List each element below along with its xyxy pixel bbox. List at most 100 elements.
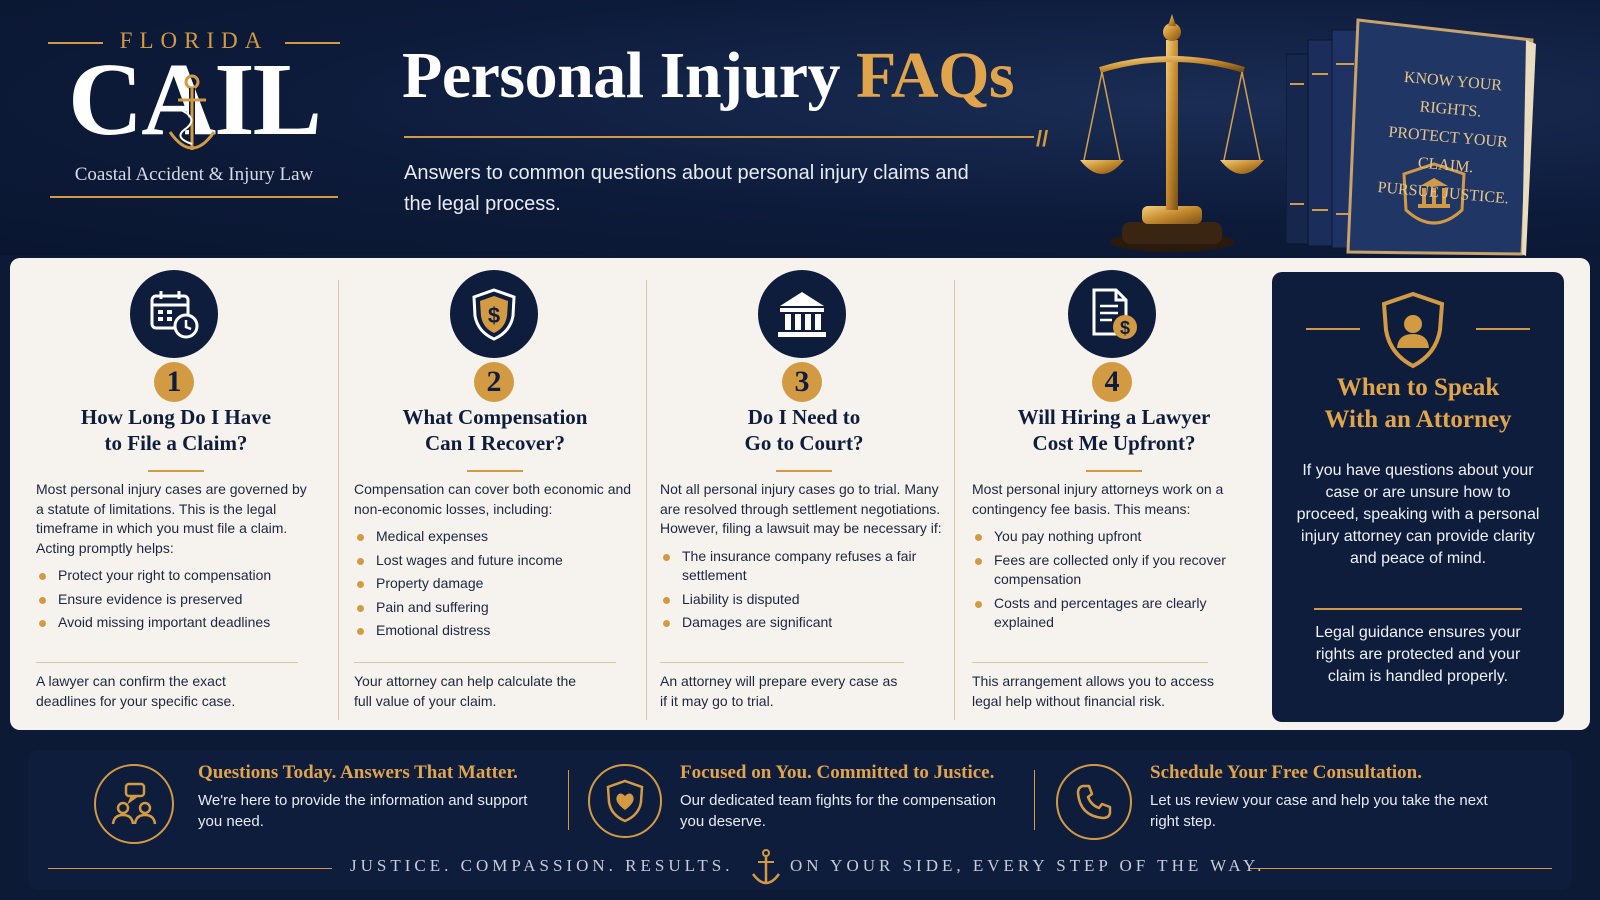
- logo-line-left: [48, 42, 103, 44]
- list-item: Medical expenses: [354, 527, 636, 547]
- faq-card-1: 1 How Long Do I Have to File a Claim? Mo…: [30, 258, 322, 730]
- scales-of-justice-icon: [1080, 14, 1264, 252]
- faq-card-4: $ 4 Will Hiring a Lawyer Cost Me Upfront…: [966, 258, 1262, 730]
- page-title-main: Personal Injury: [402, 39, 856, 112]
- faq-title-4: Will Hiring a Lawyer Cost Me Upfront?: [966, 404, 1262, 456]
- list-item: Damages are significant: [660, 613, 946, 633]
- anchor-icon: [168, 74, 216, 150]
- list-item: Pain and suffering: [354, 598, 636, 618]
- band-item-consultation[interactable]: Schedule Your Free Consultation. Let us …: [1056, 760, 1536, 848]
- faq-title-2: What Compensation Can I Recover?: [350, 404, 640, 456]
- svg-text:$: $: [1120, 318, 1130, 338]
- list-item: Emotional distress: [354, 621, 636, 641]
- document-dollar-icon: $: [1068, 270, 1156, 358]
- faq-foot-rule-3: [660, 662, 904, 663]
- faq-list-4: You pay nothing upfront Fees are collect…: [972, 527, 1244, 633]
- faq-title-rule-2: [467, 470, 523, 472]
- faq-list-2: Medical expenses Lost wages and future i…: [354, 527, 636, 641]
- list-item: Liability is disputed: [660, 590, 946, 610]
- list-item: Costs and percentages are clearly explai…: [972, 594, 1244, 633]
- cta-title: When to Speak With an Attorney: [1282, 372, 1554, 436]
- cta-line-right: [1476, 328, 1530, 330]
- page-title: Personal Injury FAQs: [402, 38, 1015, 114]
- people-chat-icon: [94, 764, 174, 844]
- faq-number-3: 3: [782, 362, 822, 402]
- faq-card-3: 3 Do I Need to Go to Court? Not all pers…: [658, 258, 950, 730]
- logo-underline: [50, 196, 338, 198]
- footer-band: Questions Today. Answers That Matter. We…: [28, 750, 1572, 890]
- shield-heart-icon: [588, 764, 662, 838]
- faq-list-1: Protect your right to compensation Ensur…: [36, 566, 318, 633]
- list-item: Fees are collected only if you recover c…: [972, 551, 1244, 590]
- motto-left: JUSTICE. COMPASSION. RESULTS.: [350, 856, 734, 875]
- cta-text: If you have questions about your case or…: [1296, 462, 1540, 567]
- faq-title-2-line2: Can I Recover?: [425, 431, 565, 455]
- faq-title-1-line2: to File a Claim?: [104, 431, 248, 455]
- motto-right: ON YOUR SIDE, EVERY STEP OF THE WAY.: [790, 856, 1266, 875]
- band-title-3[interactable]: Schedule Your Free Consultation.: [1150, 762, 1423, 783]
- logo-region: FLORIDA: [119, 28, 269, 53]
- band-divider: [1034, 770, 1035, 830]
- faq-title-rule-1: [148, 470, 204, 472]
- faq-foot-rule-4: [972, 662, 1208, 663]
- header: FLORIDA CAIL Coastal Accident & Injury L…: [0, 0, 1600, 256]
- faq-footer-3: An attorney will prepare every case as i…: [660, 673, 898, 709]
- faq-panel: 1 How Long Do I Have to File a Claim? Mo…: [10, 258, 1590, 730]
- list-item: Property damage: [354, 574, 636, 594]
- faq-intro-1: Most personal injury cases are governed …: [36, 481, 307, 556]
- faq-footer-4: This arrangement allows you to access le…: [972, 673, 1214, 709]
- faq-intro-2: Compensation can cover both economic and…: [354, 481, 632, 517]
- faq-title-1: How Long Do I Have to File a Claim?: [30, 404, 322, 456]
- svg-text:$: $: [488, 303, 500, 328]
- faq-number-1: 1: [154, 362, 194, 402]
- column-divider: [646, 280, 647, 720]
- logo[interactable]: FLORIDA CAIL Coastal Accident & Injury L…: [44, 24, 344, 204]
- faq-title-2-line1: What Compensation: [402, 405, 588, 429]
- faq-title-rule-3: [776, 470, 832, 472]
- cta-title-line1: When to Speak: [1336, 374, 1500, 401]
- faq-body-1: Most personal injury cases are governed …: [36, 480, 318, 637]
- courthouse-icon: [758, 270, 846, 358]
- faq-title-3-line2: Go to Court?: [744, 431, 864, 455]
- page-subtitle: Answers to common questions about person…: [404, 162, 969, 215]
- faq-footer-2: Your attorney can help calculate the ful…: [354, 673, 577, 709]
- faq-body-2: Compensation can cover both economic and…: [354, 480, 636, 645]
- book-spines-icon: [1285, 18, 1536, 256]
- faq-foot-rule-1: [36, 662, 298, 663]
- band-item-focused: Focused on You. Committed to Justice. Ou…: [588, 760, 1048, 848]
- faq-title-3-line1: Do I Need to: [747, 405, 861, 429]
- motto-line-right: [1250, 868, 1552, 869]
- faq-card-2: $ 2 What Compensation Can I Recover? Com…: [350, 258, 640, 730]
- calendar-clock-icon: [130, 270, 218, 358]
- phone-icon[interactable]: [1056, 764, 1132, 840]
- faq-foot-rule-2: [354, 662, 616, 663]
- band-text-3: Let us review your case and help you tak…: [1150, 792, 1488, 830]
- faq-title-rule-4: [1086, 470, 1142, 472]
- cta-text-secondary: Legal guidance ensures your rights are p…: [1315, 624, 1521, 685]
- logo-tagline: Coastal Accident & Injury Law: [74, 164, 314, 185]
- motto-line-left: [48, 868, 332, 869]
- list-item: Avoid missing important deadlines: [36, 613, 318, 633]
- list-item: You pay nothing upfront: [972, 527, 1244, 547]
- speak-with-attorney-card: When to Speak With an Attorney If you ha…: [1272, 272, 1564, 722]
- band-item-questions: Questions Today. Answers That Matter. We…: [94, 760, 554, 848]
- list-item: Protect your right to compensation: [36, 566, 318, 586]
- faq-title-1-line1: How Long Do I Have: [80, 405, 272, 429]
- band-text-2: Our dedicated team fights for the compen…: [680, 792, 997, 830]
- list-item: Ensure evidence is preserved: [36, 590, 318, 610]
- cta-title-line2: With an Attorney: [1324, 406, 1512, 433]
- faq-intro-4: Most personal injury attorneys work on a…: [972, 481, 1224, 517]
- shield-dollar-icon: $: [450, 270, 538, 358]
- faq-title-4-line1: Will Hiring a Lawyer: [1017, 405, 1211, 429]
- page-title-accent: FAQs: [856, 39, 1015, 112]
- logo-line-right: [285, 42, 340, 44]
- faq-number-4: 4: [1092, 362, 1132, 402]
- faq-body-4: Most personal injury attorneys work on a…: [972, 480, 1244, 637]
- title-rule: [404, 136, 1034, 138]
- list-item: The insurance company refuses a fair set…: [660, 547, 946, 586]
- book-cover-text: KNOW YOUR RIGHTS. PROTECT YOUR CLAIM. PU…: [1362, 61, 1534, 214]
- faq-list-3: The insurance company refuses a fair set…: [660, 547, 946, 633]
- band-text-1: We're here to provide the information an…: [198, 792, 528, 830]
- cta-rule: [1314, 608, 1522, 610]
- band-divider: [568, 770, 569, 830]
